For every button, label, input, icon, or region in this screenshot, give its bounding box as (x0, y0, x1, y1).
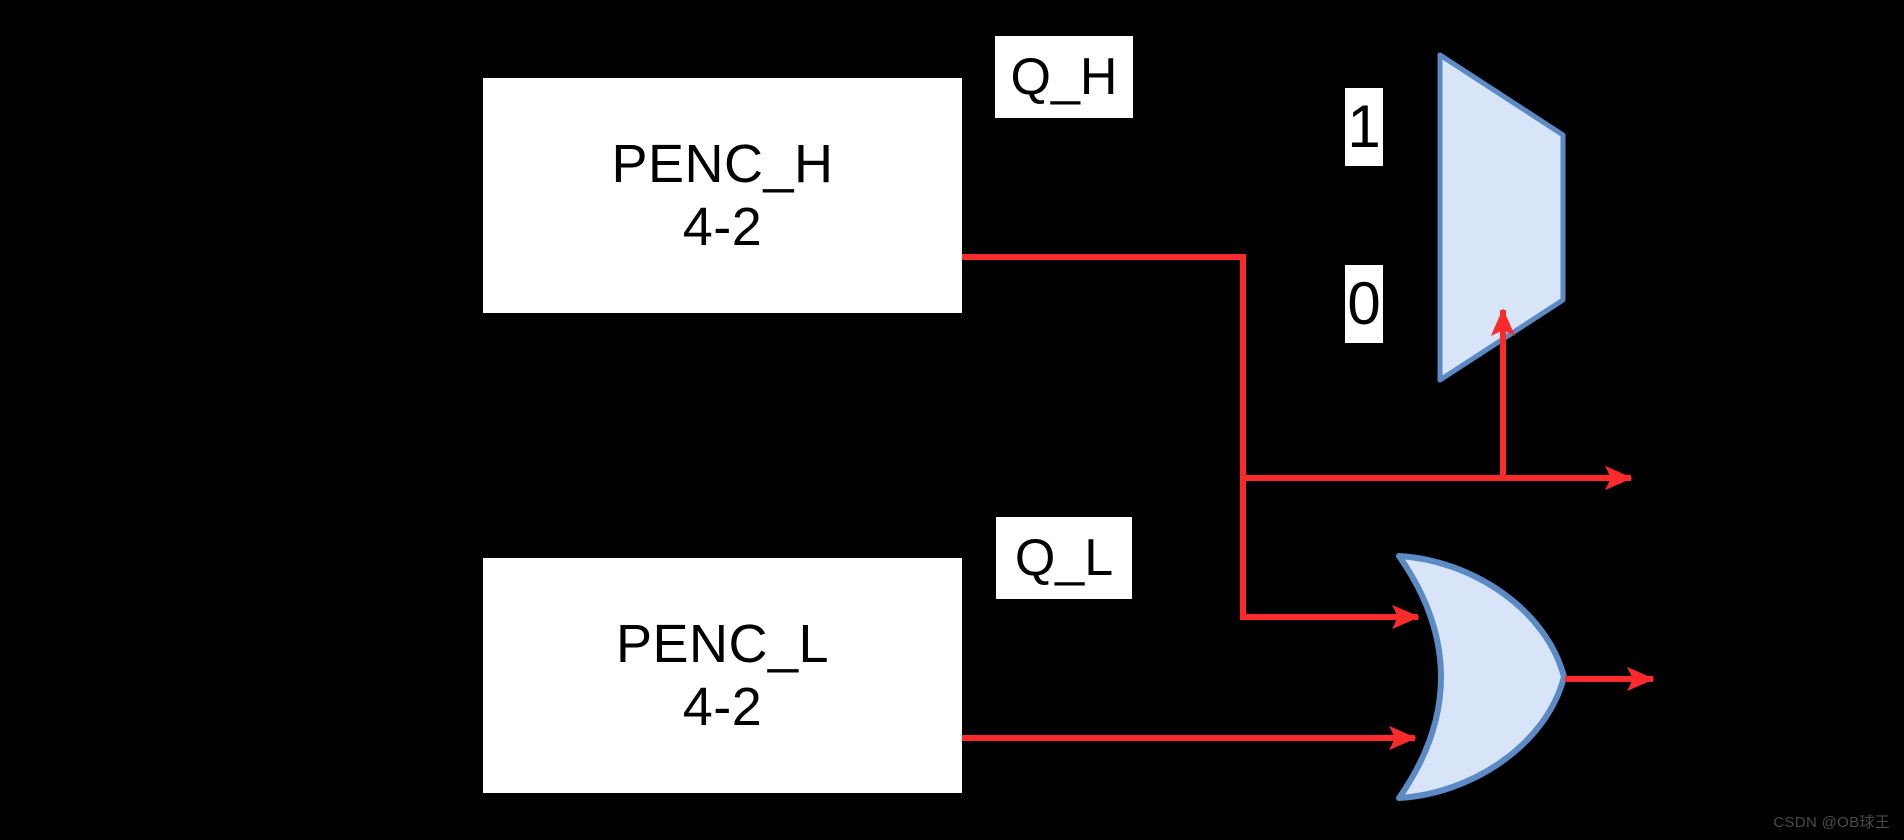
mux-input-label-1: 1 (1345, 88, 1383, 166)
block-penc-h[interactable]: PENC_H 4-2 (483, 78, 962, 313)
or-gate-shape (1396, 553, 1567, 801)
block-penc-h-line2: 4-2 (682, 196, 763, 257)
mux-input-label-1-text: 1 (1347, 93, 1381, 160)
watermark: CSDN @OB球王 (1773, 814, 1890, 831)
mux-input-label-0-text: 0 (1347, 270, 1381, 337)
block-penc-l[interactable]: PENC_L 4-2 (483, 558, 962, 793)
mux-shape (1437, 52, 1566, 383)
signal-label-q-h: Q_H (995, 36, 1133, 118)
block-penc-l-line1: PENC_L (615, 614, 830, 675)
wire-q-h-to-branch (962, 254, 1246, 478)
block-penc-h-line1: PENC_H (611, 134, 834, 195)
signal-label-q-l-text: Q_L (1014, 529, 1114, 587)
mux-input-label-0: 0 (1345, 265, 1383, 343)
signal-label-q-l: Q_L (996, 517, 1132, 599)
signal-label-q-h-text: Q_H (1010, 48, 1118, 106)
block-penc-l-line2: 4-2 (682, 676, 763, 737)
wire-q-h-to-or-upper-input (1240, 478, 1420, 630)
